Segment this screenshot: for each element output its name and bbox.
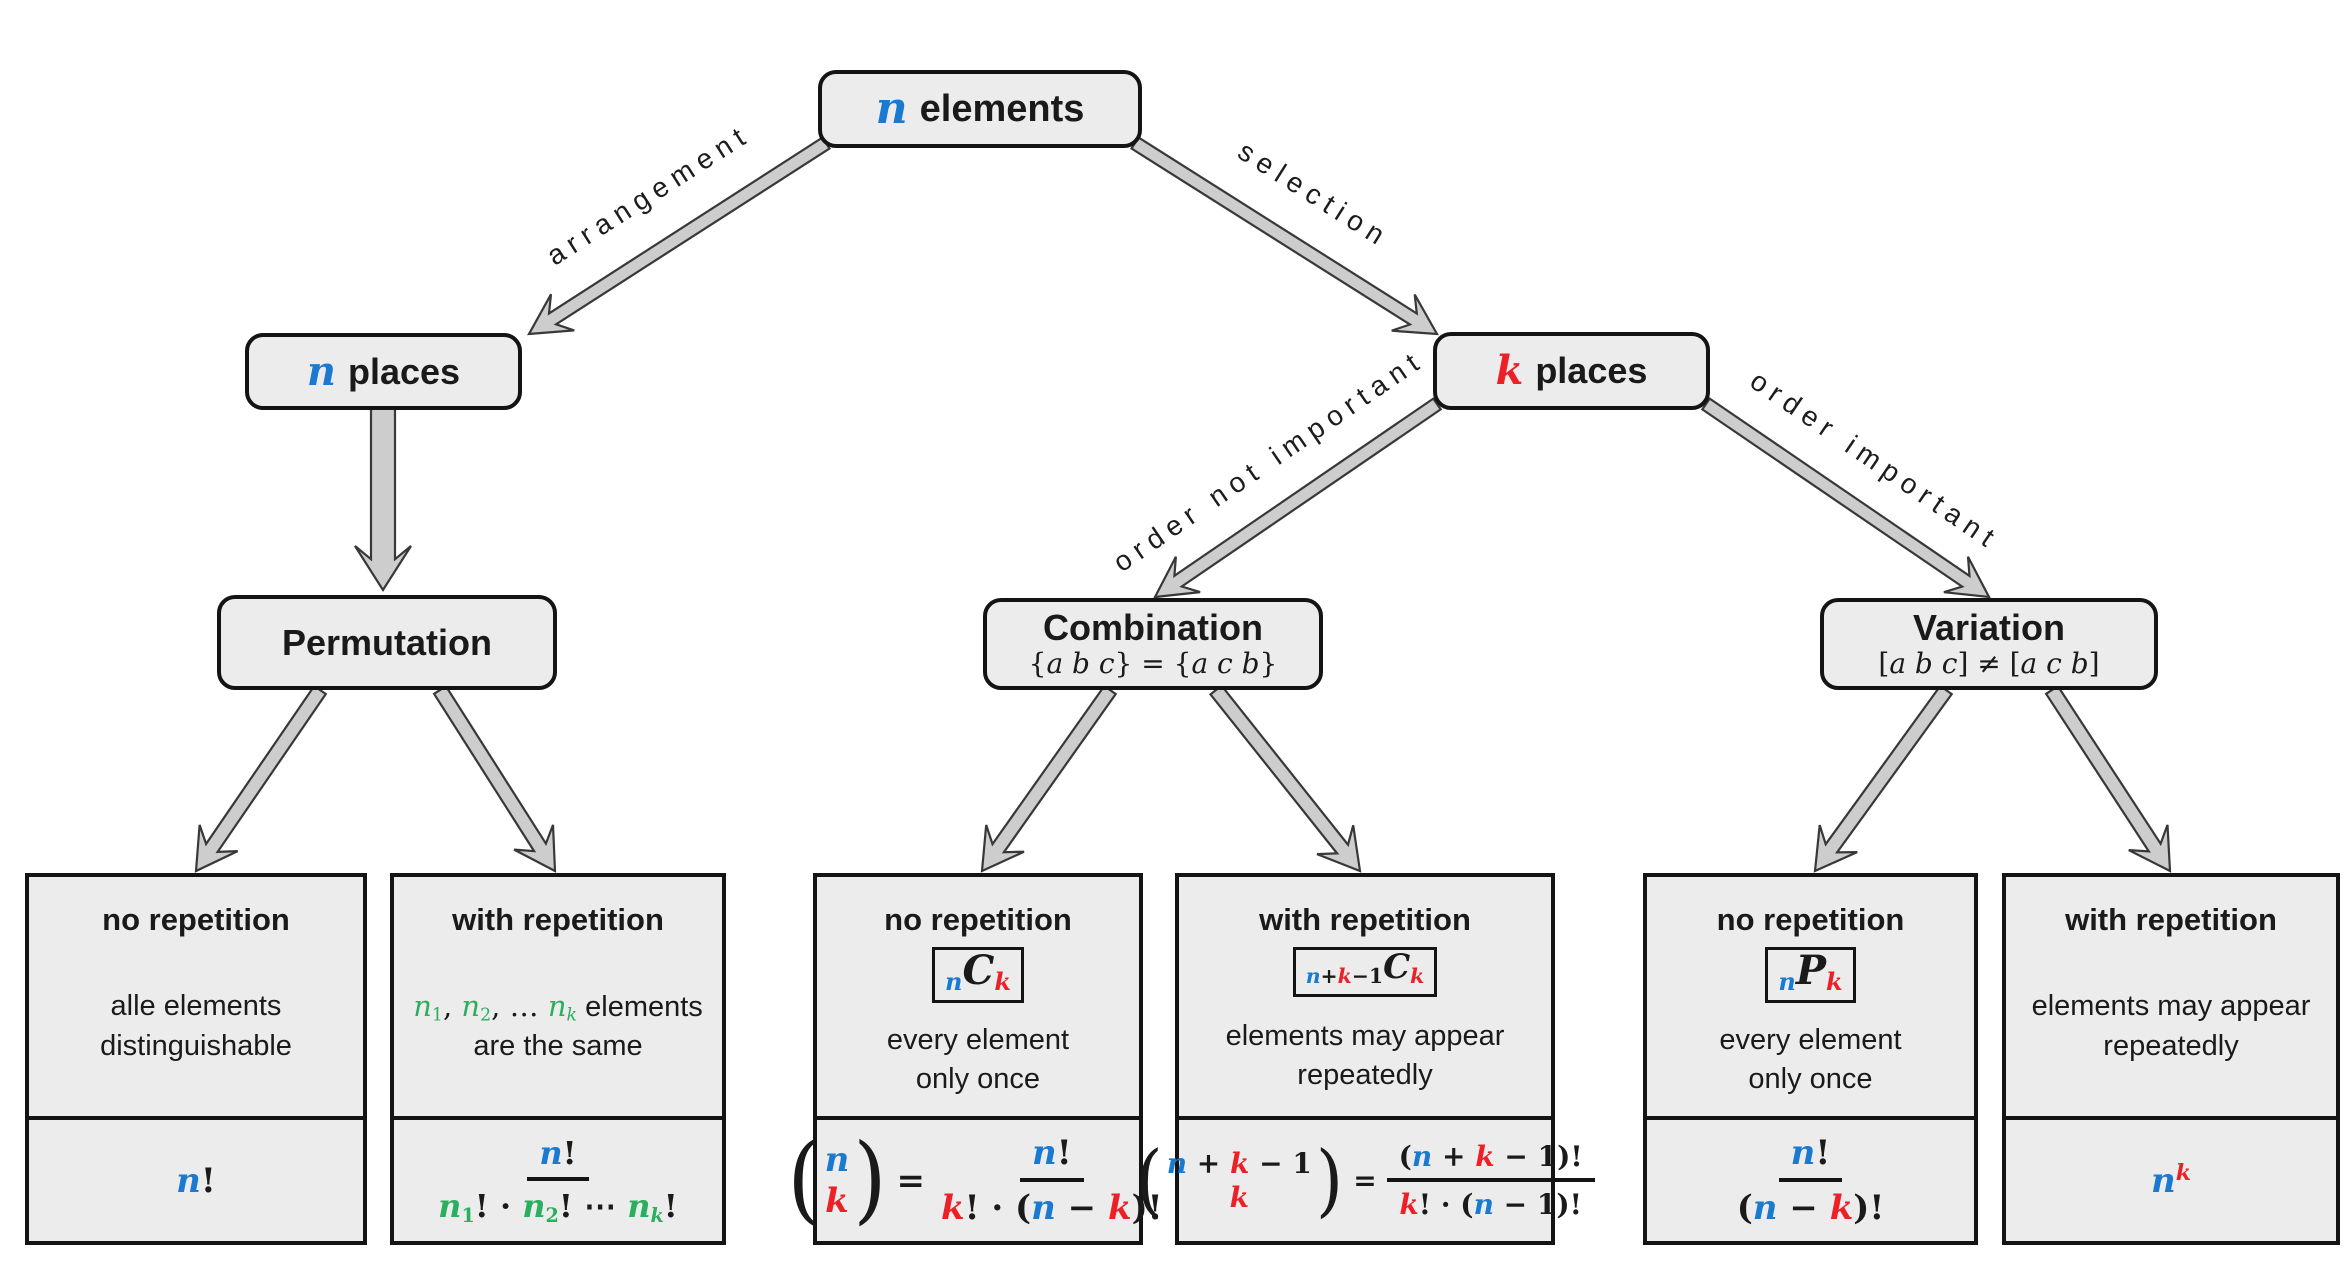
formula-symbol-badge: nCk (932, 947, 1024, 1004)
node-label: places (348, 350, 461, 392)
node-permutation: Permutation (217, 595, 557, 690)
node-combination: Combination {a b c} = {a c b} (983, 598, 1323, 690)
node-variation: Variation [a b c] ≠ [a c b] (1820, 598, 2158, 690)
formula-symbol-badge: n+k−1Ck (1292, 947, 1438, 997)
formula-symbol-badge: nPk (1765, 947, 1856, 1004)
node-label: places (1535, 350, 1648, 391)
branch-title: Variation (1912, 606, 2066, 648)
math-var-n: n (875, 83, 908, 134)
card-formula: nk (2150, 1159, 2192, 1202)
card-title: no repetition (102, 902, 290, 937)
node-label: elements (919, 88, 1085, 130)
math-var-n: n (306, 347, 336, 395)
node-n-elements: n elements (818, 70, 1142, 148)
node-n-places: n places (245, 333, 522, 410)
card-title: with repetition (1259, 902, 1471, 937)
card-title: with repetition (452, 902, 664, 937)
set-equality-example: {a b c} = {a c b} (1028, 647, 1278, 681)
branch-title: Combination (1043, 606, 1263, 648)
card-formula: n!(n − k)! (1736, 1133, 1885, 1228)
math-var-k: k (1495, 347, 1524, 394)
card-combination-with-repetition: with repetition n+k−1Ck elements may app… (1135, 873, 1595, 1245)
tuple-inequality-example: [a b c] ≠ [a c b] (1878, 647, 2100, 681)
card-formula: n! (176, 1160, 216, 1201)
card-title: no repetition (884, 902, 1072, 937)
card-title: no repetition (1716, 902, 1905, 937)
node-k-places: k places (1433, 332, 1710, 410)
branch-title: Permutation (281, 621, 493, 663)
card-title: with repetition (2065, 902, 2277, 937)
card-formula: n!n1! · n2! ⋯ nk! (438, 1134, 678, 1227)
